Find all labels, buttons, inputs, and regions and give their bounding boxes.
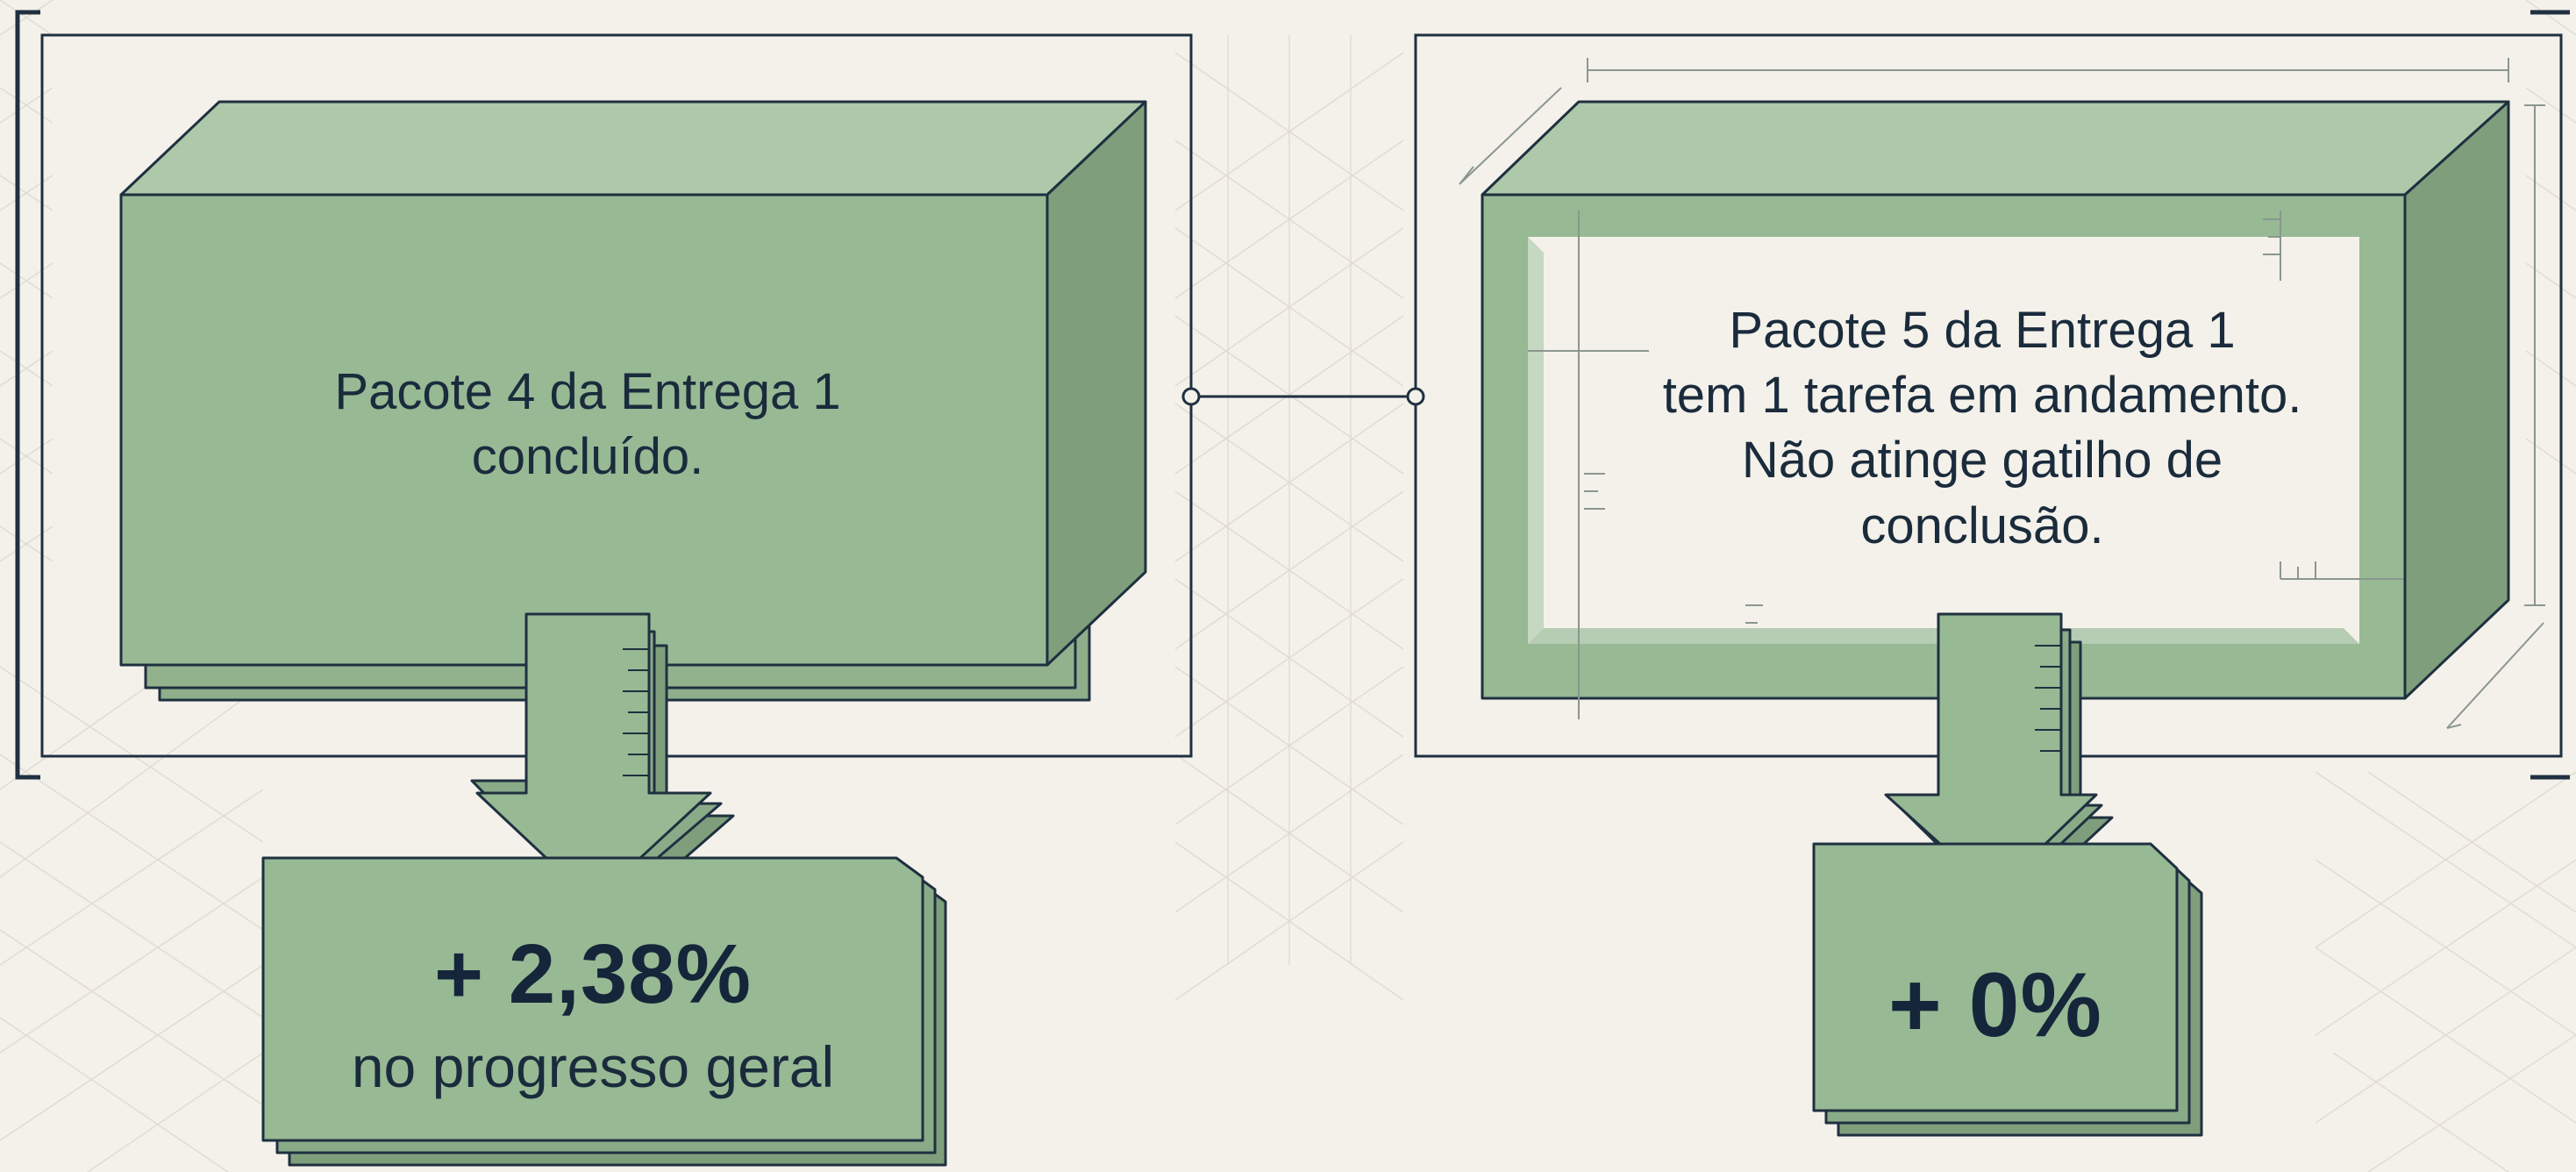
right-line-3: Não atinge gatilho de xyxy=(1741,432,2223,490)
right-result-card xyxy=(1812,842,2203,1137)
right-line-2: tem 1 tarefa em andamento. xyxy=(1662,367,2302,425)
right-line-4: conclusão. xyxy=(1860,497,2104,554)
left-down-arrow xyxy=(470,612,735,925)
blueprint-marks xyxy=(1459,58,2545,729)
right-progress-value: + 0% xyxy=(1888,954,2102,1056)
frame-connector xyxy=(1181,387,1425,406)
right-package-label: Pacote 5 da Entrega 1 tem 1 tarefa em an… xyxy=(1561,298,2403,559)
left-line-2: concluído. xyxy=(471,428,704,486)
left-line-1: Pacote 4 da Entrega 1 xyxy=(334,363,841,420)
left-package-box xyxy=(119,100,1147,702)
right-package-box xyxy=(1481,100,2510,700)
left-package-label: Pacote 4 da Entrega 1 concluído. xyxy=(149,360,1026,490)
left-result-card xyxy=(261,856,947,1167)
left-progress-value: + 2,38% xyxy=(434,927,752,1021)
left-progress-caption: no progresso geral xyxy=(351,1034,835,1099)
right-line-1: Pacote 5 da Entrega 1 xyxy=(1729,302,2236,359)
